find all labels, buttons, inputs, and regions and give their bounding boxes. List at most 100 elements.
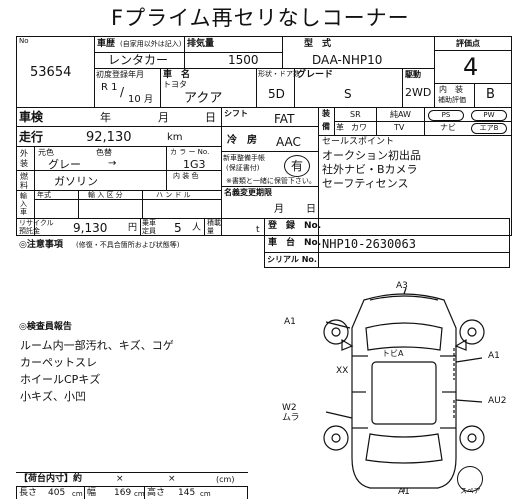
inspection-label: 車検 (19, 110, 44, 124)
import-year-label: 年式 (37, 191, 51, 199)
equip-leather: 革 (336, 123, 344, 132)
history-label: 車歴 (97, 39, 116, 49)
inspector-line-4: 小キズ、小凹 (20, 390, 86, 403)
shape-label: 形状・ドア数 (258, 70, 300, 78)
inspection-month: 月 (158, 111, 169, 124)
equip-leather-value: カワ (351, 123, 367, 132)
recycle-value: 9,130 (73, 221, 108, 235)
sheet-title: Fプライム再セリなしコーナー (111, 6, 410, 30)
mileage-unit: km (167, 132, 183, 143)
grade-value: S (344, 87, 352, 101)
rating-score: 4 (463, 53, 479, 81)
exterior-original-label: 元色 (38, 148, 54, 157)
spare-wheel (457, 466, 483, 492)
exterior-color-value: グレー (48, 158, 81, 171)
sales-point-2: 社外ナビ・Bカメラ (322, 163, 418, 176)
exterior-arrow: → (108, 158, 117, 169)
damage-door: トビA (382, 349, 404, 358)
damage-interior: XX (336, 366, 349, 376)
damage-right-mid: A1 (488, 351, 500, 361)
serial-label: シリアル No. (267, 255, 317, 264)
first-reg-month: 10 (128, 94, 141, 105)
import-label-2: 入 (20, 200, 27, 208)
length-label: 長さ (19, 488, 38, 498)
car-name-value: アクア (184, 91, 223, 106)
spare-label: スペア (460, 487, 481, 495)
lot-number: 53654 (30, 65, 72, 80)
lot-label: No (19, 37, 29, 45)
model-label: 型 式 (304, 39, 332, 49)
service-book-value: 有 (284, 155, 310, 177)
inspector-line-1: ルーム内一部汚れ、キズ、コゲ (20, 339, 174, 352)
fuel-label-2: 料 (20, 181, 28, 190)
length-unit: cm (72, 490, 83, 498)
rating-label: 評価点 (456, 39, 480, 48)
displacement-label: 排気量 (187, 39, 215, 49)
cargo-x2: × (168, 474, 176, 484)
car-name-label: 車 名 (163, 70, 191, 80)
equip-alloy: 純AW (390, 110, 411, 119)
recycle-label-2: 預託金 (19, 227, 40, 235)
import-division-label: 輸 入 区 分 (88, 191, 123, 199)
service-book-note: ※書類と一緒に保管下さい。 (226, 177, 316, 185)
sales-point-3: セーフティセンス (322, 177, 409, 190)
exterior-label-2: 装 (20, 159, 28, 168)
history-note: (自家用以外は記入) (120, 40, 182, 48)
history-value: レンタカー (108, 53, 169, 67)
height-unit: cm (200, 490, 211, 498)
car-maker: トヨタ (163, 80, 187, 89)
capacity-value: 5 (174, 221, 182, 235)
aircon-value: AAC (276, 135, 301, 149)
damage-left-top: A1 (284, 317, 296, 327)
auction-sheet: Fプライム再セリなしコーナー No 53654 車歴 (自家用以外は記入) レン… (16, 0, 516, 499)
shape-value: 5D (268, 87, 285, 101)
chassis-value: NHP10-2630063 (322, 237, 416, 251)
load-label-2: 量 (207, 227, 214, 235)
inspector-label: ◎検査員報告 (19, 322, 72, 332)
registration-box (264, 218, 510, 268)
name-change-month: 月 (274, 204, 284, 215)
color-no-label: カ ラ ー No. (170, 148, 210, 156)
damage-right-lower: AU2 (488, 396, 507, 406)
damage-left-lower-1: W2 (282, 403, 297, 413)
equip-tv: TV (394, 123, 405, 132)
length-value: 405 (48, 488, 66, 498)
width-label: 幅 (87, 488, 97, 498)
first-reg-label: 初度登録年月 (96, 70, 144, 79)
service-book-label-1: 新車整備手帳 (223, 154, 265, 162)
car-damage-diagram (323, 288, 485, 492)
width-unit: cm (134, 490, 145, 498)
sales-point-1: オークション初出品 (322, 149, 421, 162)
exterior-change-label: 色替 (96, 148, 112, 157)
import-label-1: 輸 (20, 192, 27, 200)
shift-label: シフト (224, 109, 248, 118)
damage-left-lower-2: ムラ (282, 413, 300, 423)
name-change-label: 名義変更期限 (224, 188, 272, 197)
name-change-day: 日 (306, 204, 316, 215)
recycle-unit: 円 (128, 223, 138, 233)
aircon-label: 冷 房 (227, 135, 257, 146)
capacity-unit: 人 (192, 223, 202, 233)
shift-value: FAT (274, 112, 295, 126)
import-handle-label: ハ ン ド ル (156, 191, 191, 199)
first-reg-era: R 1 (101, 82, 118, 93)
interior-label-1: 内 装 (439, 85, 463, 94)
cargo-x1: × (116, 474, 124, 484)
dims-box (16, 486, 248, 499)
cargo-label: 【荷台内寸】約 (19, 474, 83, 484)
load-label-1: 積載 (207, 219, 221, 227)
sales-point-label: セールスポイント (322, 137, 395, 147)
recycle-label-1: リサイクル (19, 219, 54, 227)
load-unit: t (256, 225, 260, 235)
drive-label: 駆動 (405, 70, 421, 79)
equip-ps: PS (428, 110, 464, 121)
notes-sub: (修復・不具合箇所および状態等) (76, 241, 180, 249)
first-reg-month-unit: 月 (144, 95, 154, 105)
capacity-label-1: 乗車 (142, 219, 156, 227)
damage-bottom: A1 (398, 487, 410, 497)
equipment-label-top: 装 (322, 109, 330, 118)
displacement-value: 1500 (228, 53, 259, 67)
fuel-label-1: 燃 (20, 172, 28, 181)
interior-color-label: 内 装 色 (173, 172, 199, 180)
mileage-label: 走行 (19, 130, 44, 144)
